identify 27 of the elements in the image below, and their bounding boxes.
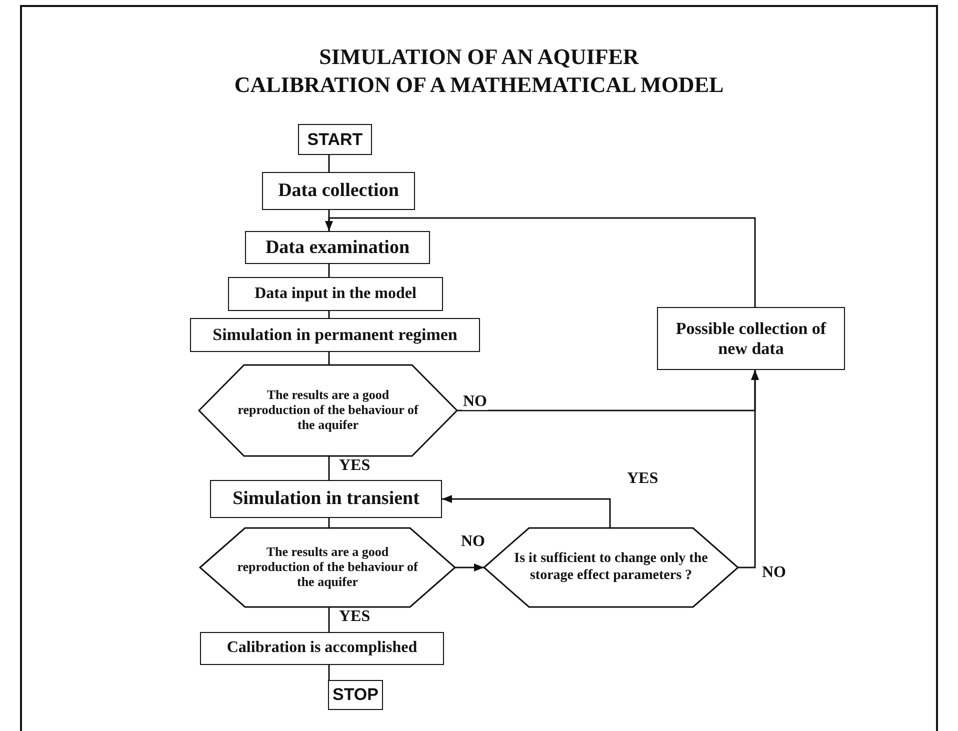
edge-label: NO bbox=[462, 394, 488, 410]
decision-hexagon: The results are a good reproduction of the behaviour of the aquifer bbox=[199, 365, 457, 456]
process-box: Data examination bbox=[245, 231, 430, 264]
connector-line bbox=[328, 264, 330, 277]
arrow bbox=[455, 564, 484, 572]
decision-hexagon: Is it sufficient to change only the storage effect parameters ? bbox=[484, 528, 738, 607]
decision-hexagon: The results are a good reproduction of the behaviour of the aquifer bbox=[200, 528, 455, 607]
arrow bbox=[738, 370, 759, 568]
diagram-subtitle: CALIBRATION OF A MATHEMATICAL MODEL bbox=[234, 72, 724, 98]
process-box: Data input in the model bbox=[228, 277, 443, 311]
connector-line bbox=[328, 352, 330, 365]
arrow bbox=[442, 495, 611, 528]
connector-line bbox=[328, 665, 330, 680]
connector-line bbox=[328, 155, 330, 172]
connector-line bbox=[328, 311, 330, 318]
process-box: Simulation in permanent regimen bbox=[190, 318, 480, 352]
connector-line bbox=[328, 607, 330, 632]
process-box: Calibration is accomplished bbox=[200, 632, 444, 665]
process-box: START bbox=[298, 124, 372, 155]
process-box: STOP bbox=[328, 680, 383, 710]
connector-line bbox=[328, 518, 330, 528]
process-box: Data collection bbox=[262, 172, 415, 210]
connector-line bbox=[328, 456, 330, 480]
process-box: Simulation in transient bbox=[210, 480, 442, 518]
process-box: Possible collection of new data bbox=[657, 307, 845, 370]
arrow bbox=[325, 217, 756, 307]
diagram-title: SIMULATION OF AN AQUIFER bbox=[319, 44, 639, 70]
